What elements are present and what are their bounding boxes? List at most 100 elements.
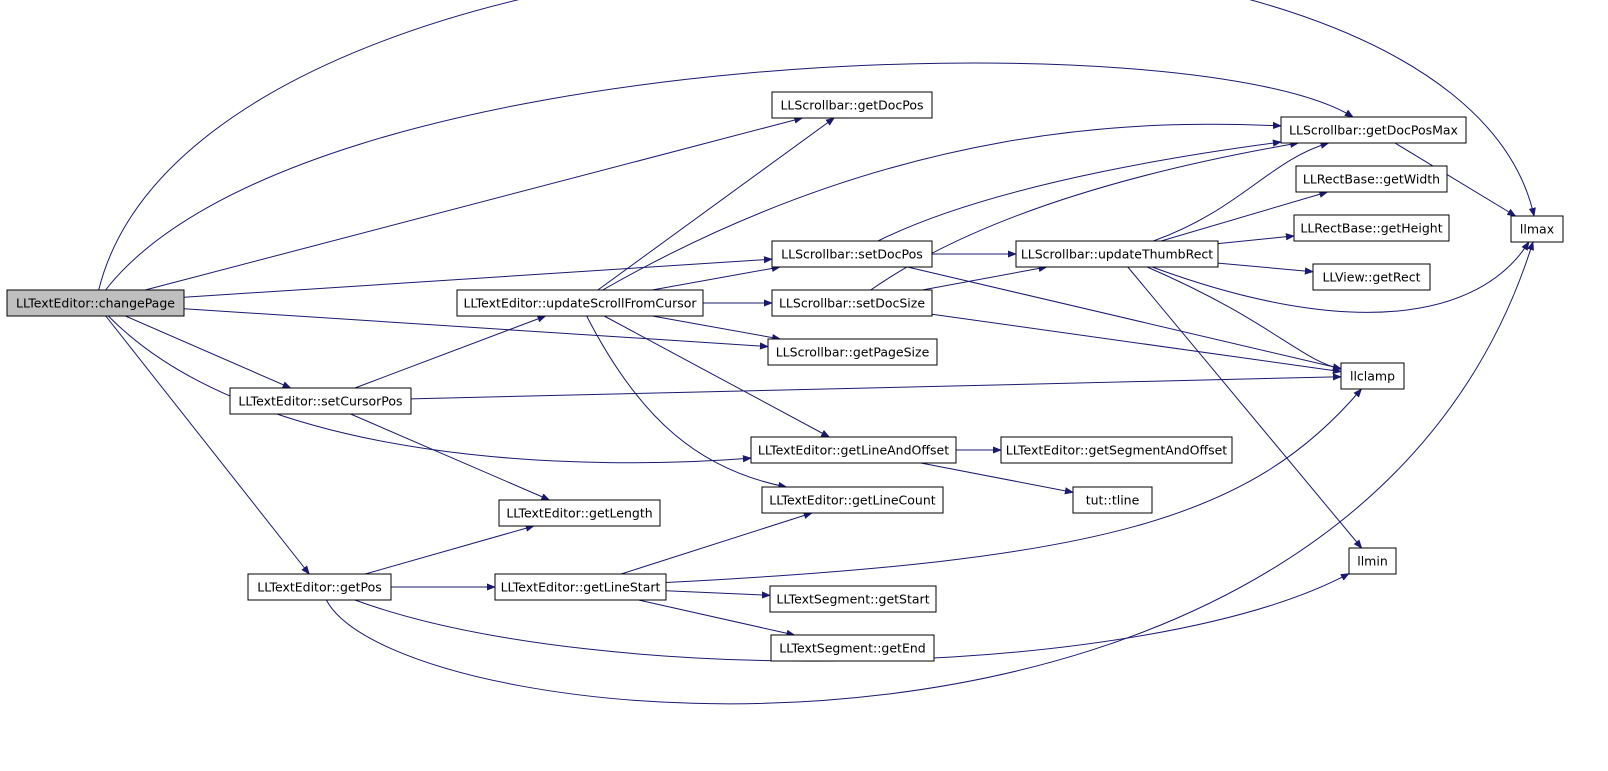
- edge-sbGetDocPosMax-to-llmax: [1394, 142, 1517, 217]
- edge-changePage-to-sbGetDocPosMax: [105, 62, 1354, 291]
- node-label-llclamp: llclamp: [1350, 369, 1395, 384]
- node-rectGetHeight[interactable]: LLRectBase::getHeight: [1293, 214, 1450, 242]
- edge-updateScrollFromCursor-to-getLineAndOffset: [603, 315, 831, 438]
- edge-sbUpdateThumbRect-to-sbGetDocPosMax: [1153, 141, 1330, 242]
- node-segGetEnd[interactable]: LLTextSegment::getEnd: [770, 634, 935, 662]
- node-label-sbGetDocPos: LLScrollbar::getDocPos: [780, 98, 923, 113]
- node-box-llmax: [1510, 215, 1564, 243]
- node-box-getLineCount: [761, 486, 944, 514]
- edges-layer: [98, 0, 1536, 705]
- edge-sbUpdateThumbRect-to-llmax: [1152, 241, 1530, 313]
- edge-sbUpdateThumbRect-to-llmin: [1127, 266, 1363, 549]
- node-getLength[interactable]: LLTextEditor::getLength: [498, 499, 661, 527]
- node-box-updateScrollFromCursor: [456, 289, 704, 317]
- node-box-sbGetDocPosMax: [1280, 116, 1467, 144]
- edge-setCursorPos-to-llclamp: [410, 373, 1342, 400]
- node-label-llmax: llmax: [1520, 222, 1554, 237]
- node-label-viewGetRect: LLView::getRect: [1322, 270, 1420, 285]
- node-box-llclamp: [1340, 362, 1405, 390]
- node-getPos[interactable]: LLTextEditor::getPos: [247, 573, 392, 601]
- node-label-getLineCount: LLTextEditor::getLineCount: [769, 493, 935, 508]
- edge-setCursorPos-to-getLength: [350, 413, 551, 501]
- node-rectGetWidth[interactable]: LLRectBase::getWidth: [1295, 165, 1448, 193]
- edge-changePage-to-sbGetDocPos: [145, 116, 804, 291]
- node-label-setCursorPos: LLTextEditor::setCursorPos: [238, 394, 402, 409]
- edge-changePage-to-llmax: [98, 0, 1536, 291]
- edge-changePage-to-setCursorPos: [125, 315, 292, 389]
- node-getLineCount[interactable]: LLTextEditor::getLineCount: [761, 486, 944, 514]
- node-sbGetPageSize[interactable]: LLScrollbar::getPageSize: [767, 338, 938, 366]
- edge-sbSetDocPos-to-sbGetDocPosMax: [877, 139, 1282, 242]
- node-tline[interactable]: tut::tline: [1072, 486, 1153, 514]
- node-sbGetDocPos[interactable]: LLScrollbar::getDocPos: [771, 91, 933, 119]
- node-sbSetDocSize[interactable]: LLScrollbar::setDocSize: [771, 289, 933, 317]
- node-label-updateScrollFromCursor: LLTextEditor::updateScrollFromCursor: [463, 296, 697, 311]
- node-label-sbUpdateThumbRect: LLScrollbar::updateThumbRect: [1021, 247, 1213, 262]
- node-box-tline: [1072, 486, 1153, 514]
- edge-sbUpdateThumbRect-to-viewGetRect: [1217, 262, 1314, 275]
- edge-getLineStart-to-getLineCount: [620, 512, 813, 575]
- node-changePage[interactable]: LLTextEditor::changePage: [6, 289, 185, 317]
- edge-updateScrollFromCursor-to-sbGetPageSize: [652, 315, 782, 342]
- node-box-changePage: [6, 289, 185, 317]
- node-getLineStart[interactable]: LLTextEditor::getLineStart: [494, 573, 667, 601]
- node-setCursorPos[interactable]: LLTextEditor::setCursorPos: [229, 387, 412, 415]
- edge-changePage-to-getPos: [105, 315, 310, 575]
- edge-getLineStart-to-llclamp: [665, 388, 1363, 584]
- node-label-getSegmentAndOffset: LLTextEditor::getSegmentAndOffset: [1006, 443, 1228, 458]
- edge-updateScrollFromCursor-to-sbSetDocPos: [652, 264, 781, 291]
- node-box-sbSetDocPos: [771, 240, 933, 268]
- edge-sbUpdateThumbRect-to-rectGetWidth: [1160, 190, 1329, 242]
- node-segGetStart[interactable]: LLTextSegment::getStart: [769, 585, 937, 613]
- node-box-rectGetWidth: [1295, 165, 1448, 193]
- node-label-sbSetDocPos: LLScrollbar::setDocPos: [781, 247, 923, 262]
- node-box-llmin: [1348, 547, 1397, 575]
- node-box-sbGetPageSize: [767, 338, 938, 366]
- node-box-segGetStart: [769, 585, 937, 613]
- edge-updateScrollFromCursor-to-getLineCount: [586, 315, 788, 489]
- node-getLineAndOffset[interactable]: LLTextEditor::getLineAndOffset: [750, 436, 957, 464]
- node-label-getLineAndOffset: LLTextEditor::getLineAndOffset: [758, 443, 949, 458]
- edge-getLineAndOffset-to-tline: [920, 462, 1074, 495]
- node-label-sbGetPageSize: LLScrollbar::getPageSize: [776, 345, 930, 360]
- node-label-sbGetDocPosMax: LLScrollbar::getDocPosMax: [1289, 123, 1458, 138]
- node-llmin[interactable]: llmin: [1348, 547, 1397, 575]
- edge-updateScrollFromCursor-to-sbGetDocPosMax: [602, 121, 1282, 291]
- edge-sbSetDocSize-to-sbUpdateThumbRect: [922, 264, 1048, 291]
- node-updateScrollFromCursor[interactable]: LLTextEditor::updateScrollFromCursor: [456, 289, 704, 317]
- node-llclamp[interactable]: llclamp: [1340, 362, 1405, 390]
- node-sbSetDocPos[interactable]: LLScrollbar::setDocPos: [771, 240, 933, 268]
- node-label-getLineStart: LLTextEditor::getLineStart: [501, 580, 661, 595]
- edge-sbUpdateThumbRect-to-rectGetHeight: [1217, 233, 1295, 245]
- node-sbGetDocPosMax[interactable]: LLScrollbar::getDocPosMax: [1280, 116, 1467, 144]
- node-label-tline: tut::tline: [1086, 493, 1140, 508]
- node-box-getLineStart: [494, 573, 667, 601]
- node-viewGetRect[interactable]: LLView::getRect: [1312, 263, 1431, 291]
- edge-setCursorPos-to-updateScrollFromCursor: [354, 315, 547, 389]
- edge-updateScrollFromCursor-to-sbGetDocPos: [597, 117, 835, 291]
- edge-getPos-to-llmax: [325, 241, 1534, 705]
- node-label-segGetStart: LLTextSegment::getStart: [776, 592, 929, 607]
- node-box-rectGetHeight: [1293, 214, 1450, 242]
- node-box-getLineAndOffset: [750, 436, 957, 464]
- node-label-sbSetDocSize: LLScrollbar::setDocSize: [779, 296, 925, 311]
- node-sbUpdateThumbRect[interactable]: LLScrollbar::updateThumbRect: [1015, 240, 1219, 268]
- nodes-layer: LLTextEditor::changePage LLTextEditor::up…: [6, 91, 1564, 662]
- node-label-segGetEnd: LLTextSegment::getEnd: [779, 641, 925, 656]
- node-label-llmin: llmin: [1357, 554, 1388, 569]
- edge-sbUpdateThumbRect-to-llclamp: [1146, 266, 1342, 371]
- edge-getLineStart-to-segGetStart: [665, 590, 771, 599]
- node-llmax[interactable]: llmax: [1510, 215, 1564, 243]
- node-label-rectGetHeight: LLRectBase::getHeight: [1300, 221, 1442, 236]
- edge-changePage-to-sbSetDocPos: [183, 256, 773, 298]
- node-getSegmentAndOffset[interactable]: LLTextEditor::getSegmentAndOffset: [1000, 436, 1233, 464]
- node-box-sbGetDocPos: [771, 91, 933, 119]
- node-box-getSegmentAndOffset: [1000, 436, 1233, 464]
- node-label-rectGetWidth: LLRectBase::getWidth: [1303, 172, 1440, 187]
- edge-getLineStart-to-segGetEnd: [638, 599, 796, 637]
- node-box-sbSetDocSize: [771, 289, 933, 317]
- node-label-getLength: LLTextEditor::getLength: [506, 506, 652, 521]
- edge-getPos-to-getLength: [365, 524, 535, 575]
- edge-changePage-to-getLineAndOffset: [107, 315, 752, 464]
